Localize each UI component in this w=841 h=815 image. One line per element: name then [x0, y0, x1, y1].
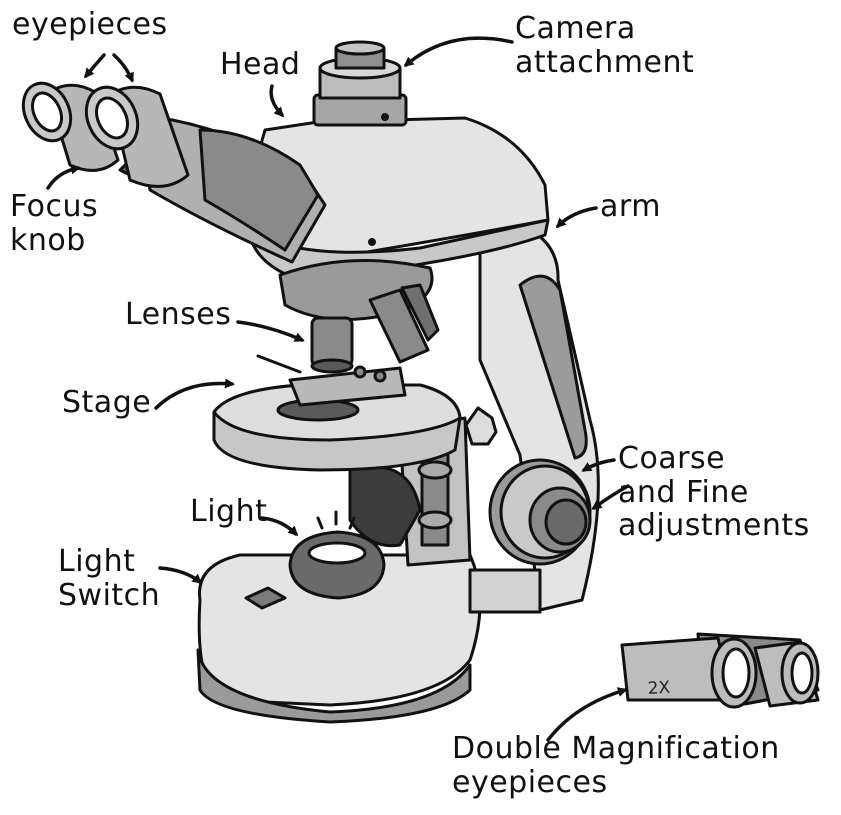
label-stage: Stage: [62, 386, 151, 420]
arrow-eyepieces-right: [114, 55, 132, 80]
label-eyepieces: eyepieces: [12, 8, 168, 42]
adjustment-knob: [490, 460, 590, 564]
label-double-magnification-eyepieces: Double Magnification eyepieces: [452, 732, 780, 799]
arrow-lenses: [238, 322, 302, 340]
label-focus-knob: Focus knob: [10, 190, 98, 257]
arrow-camera: [406, 38, 512, 65]
eyepiece-magnification-tag: 2X: [647, 678, 671, 699]
label-head: Head: [220, 48, 300, 82]
label-camera-attachment: Camera attachment: [515, 12, 694, 79]
arrow-eyepieces-left: [86, 55, 104, 76]
camera-attachment: [314, 42, 406, 125]
eyepieces: [14, 76, 188, 187]
double-magnification-eyepieces: 2X: [622, 634, 818, 707]
label-light: Light: [190, 495, 267, 529]
arrow-switch: [160, 568, 200, 582]
arrow-focus: [48, 168, 78, 188]
label-light-switch: Light Switch: [58, 545, 160, 612]
arrow-head: [271, 86, 282, 115]
label-coarse-fine-adjustments: Coarse and Fine adjustments: [618, 442, 810, 543]
label-arm: arm: [600, 190, 661, 224]
arrow-arm: [558, 208, 596, 226]
label-lenses: Lenses: [125, 298, 231, 332]
